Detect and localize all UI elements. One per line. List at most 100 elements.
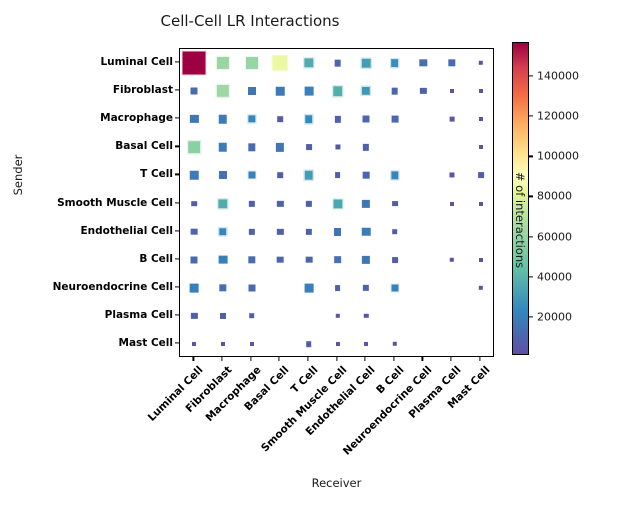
heatmap-cell[interactable]: [361, 227, 371, 236]
heatmap-cell[interactable]: [362, 172, 370, 179]
heatmap-cell[interactable]: [218, 226, 228, 237]
heatmap-cell[interactable]: [248, 228, 255, 235]
heatmap-cell[interactable]: [191, 312, 198, 319]
heatmap-cell[interactable]: [248, 313, 255, 319]
heatmap-cell[interactable]: [477, 172, 484, 179]
heatmap-cell[interactable]: [333, 255, 342, 264]
heatmap-cell[interactable]: [478, 60, 483, 66]
heatmap-cell[interactable]: [190, 87, 198, 95]
heatmap-cell[interactable]: [244, 56, 259, 71]
heatmap-cell[interactable]: [448, 59, 456, 67]
heatmap-cell[interactable]: [449, 116, 455, 122]
heatmap-cell[interactable]: [363, 313, 369, 319]
heatmap-cell[interactable]: [277, 116, 284, 123]
heatmap-cell[interactable]: [391, 200, 398, 207]
scatter-heatmap-plot-area[interactable]: [179, 48, 494, 357]
heatmap-cell[interactable]: [217, 197, 229, 210]
heatmap-cell[interactable]: [478, 257, 483, 262]
heatmap-cell[interactable]: [391, 256, 398, 263]
heatmap-cell[interactable]: [190, 256, 198, 264]
heatmap-cell[interactable]: [334, 116, 341, 123]
heatmap-cell[interactable]: [189, 283, 199, 293]
heatmap-cell[interactable]: [190, 115, 199, 124]
heatmap-cell[interactable]: [334, 59, 341, 67]
heatmap-cell[interactable]: [190, 228, 198, 235]
heatmap-cell[interactable]: [218, 143, 228, 152]
heatmap-cell[interactable]: [390, 283, 400, 293]
heatmap-cell[interactable]: [362, 115, 370, 123]
heatmap-cell[interactable]: [305, 228, 312, 235]
heatmap-cell[interactable]: [303, 57, 315, 69]
heatmap-cell[interactable]: [478, 285, 483, 290]
heatmap-cell[interactable]: [219, 284, 227, 292]
heatmap-cell[interactable]: [306, 341, 312, 347]
heatmap-cell[interactable]: [364, 341, 369, 346]
heatmap-cell[interactable]: [276, 256, 284, 263]
heatmap-cell[interactable]: [305, 256, 313, 263]
heatmap-cell[interactable]: [246, 114, 257, 124]
heatmap-cell[interactable]: [362, 199, 371, 208]
heatmap-cell[interactable]: [271, 54, 289, 72]
heatmap-cell[interactable]: [450, 89, 455, 94]
heatmap-cell[interactable]: [450, 201, 455, 206]
heatmap-cell[interactable]: [277, 172, 284, 179]
heatmap-cell[interactable]: [360, 85, 372, 97]
heatmap-cell[interactable]: [390, 170, 400, 181]
heatmap-cell[interactable]: [220, 341, 225, 346]
heatmap-cell[interactable]: [249, 341, 254, 346]
heatmap-cell[interactable]: [419, 59, 428, 67]
heatmap-cell[interactable]: [362, 284, 370, 291]
heatmap-cell[interactable]: [275, 86, 285, 96]
heatmap-cell[interactable]: [248, 200, 255, 207]
heatmap-cell[interactable]: [478, 201, 483, 206]
heatmap-cell[interactable]: [335, 341, 340, 346]
heatmap-cell[interactable]: [449, 172, 455, 178]
heatmap-cell[interactable]: [247, 87, 256, 96]
heatmap-cell[interactable]: [218, 171, 227, 180]
heatmap-cell[interactable]: [191, 200, 198, 207]
heatmap-cell[interactable]: [420, 87, 427, 95]
heatmap-cell[interactable]: [360, 57, 372, 69]
heatmap-cell[interactable]: [334, 172, 341, 179]
heatmap-cell[interactable]: [218, 114, 228, 124]
heatmap-cell[interactable]: [362, 144, 370, 151]
heatmap-cell[interactable]: [334, 144, 341, 150]
heatmap-cell[interactable]: [181, 50, 207, 76]
heatmap-cell[interactable]: [391, 228, 398, 235]
heatmap-cell[interactable]: [478, 117, 483, 122]
heatmap-cell[interactable]: [248, 284, 256, 292]
x-axis-label: Receiver: [311, 476, 362, 490]
heatmap-cell[interactable]: [277, 228, 284, 235]
heatmap-cell[interactable]: [276, 143, 285, 152]
heatmap-cell[interactable]: [333, 227, 342, 236]
heatmap-cell[interactable]: [331, 197, 344, 210]
heatmap-cell[interactable]: [331, 85, 344, 97]
heatmap-cell[interactable]: [215, 55, 231, 71]
heatmap-cell[interactable]: [304, 283, 314, 293]
heatmap-cell[interactable]: [187, 140, 202, 155]
heatmap-cell[interactable]: [335, 313, 340, 319]
heatmap-cell[interactable]: [277, 200, 284, 207]
heatmap-cell[interactable]: [392, 341, 397, 347]
heatmap-cell[interactable]: [389, 58, 400, 68]
heatmap-cell[interactable]: [219, 312, 226, 319]
heatmap-cell[interactable]: [449, 257, 455, 262]
heatmap-cell[interactable]: [362, 255, 371, 264]
heatmap-cell[interactable]: [304, 86, 314, 96]
heatmap-cell[interactable]: [391, 87, 399, 95]
heatmap-cell[interactable]: [478, 145, 483, 150]
heatmap-cell[interactable]: [305, 200, 312, 207]
heatmap-cell[interactable]: [305, 144, 312, 151]
heatmap-cell[interactable]: [303, 170, 315, 181]
heatmap-cell[interactable]: [334, 284, 341, 291]
heatmap-cell[interactable]: [218, 255, 228, 265]
heatmap-cell[interactable]: [247, 170, 257, 180]
heatmap-cell[interactable]: [478, 89, 483, 94]
heatmap-cell[interactable]: [215, 83, 231, 99]
heatmap-cell[interactable]: [304, 114, 314, 124]
heatmap-cell[interactable]: [247, 255, 256, 264]
heatmap-cell[interactable]: [391, 115, 399, 123]
heatmap-cell[interactable]: [192, 341, 197, 346]
heatmap-cell[interactable]: [247, 143, 256, 151]
heatmap-cell[interactable]: [190, 171, 199, 180]
